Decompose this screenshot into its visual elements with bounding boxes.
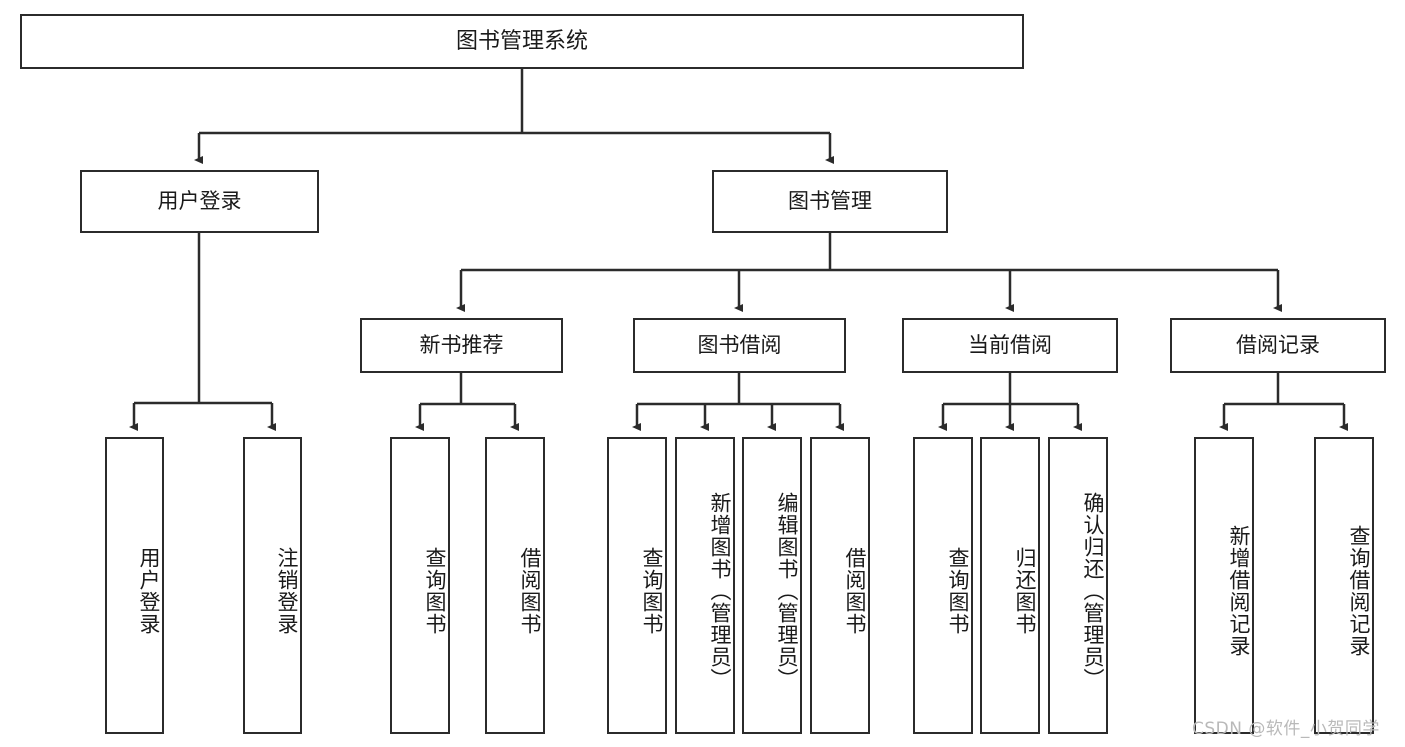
node-label: 新增图书（管理员） xyxy=(708,491,732,690)
node-leaf-edit-book-admin[interactable]: 编辑图书（管理员） xyxy=(742,437,802,734)
node-leaf-add-book-admin[interactable]: 新增图书（管理员） xyxy=(675,437,735,734)
node-leaf-borrow-book-1[interactable]: 借阅图书 xyxy=(485,437,545,734)
node-label: 编辑图书（管理员） xyxy=(775,491,799,690)
node-label: 归还图书 xyxy=(1013,546,1037,635)
node-current-borrow[interactable]: 当前借阅 xyxy=(902,318,1118,373)
node-label: 图书管理 xyxy=(788,189,872,214)
node-label: 查询图书 xyxy=(640,546,664,635)
node-leaf-query-book-2[interactable]: 查询图书 xyxy=(607,437,667,734)
node-label: 图书借阅 xyxy=(697,333,782,358)
node-label: 借阅图书 xyxy=(518,546,542,635)
node-leaf-return-book[interactable]: 归还图书 xyxy=(980,437,1040,734)
node-label: 用户登录 xyxy=(157,189,242,214)
node-book-management[interactable]: 图书管理 xyxy=(712,170,948,233)
node-label: 图书管理系统 xyxy=(455,28,588,54)
node-label: 查询图书 xyxy=(946,546,970,635)
node-leaf-query-book-3[interactable]: 查询图书 xyxy=(913,437,973,734)
node-leaf-query-borrow-record[interactable]: 查询借阅记录 xyxy=(1314,437,1374,734)
node-leaf-user-login[interactable]: 用户登录 xyxy=(105,437,164,734)
node-leaf-confirm-return-admin[interactable]: 确认归还（管理员） xyxy=(1048,437,1108,734)
node-borrow-record[interactable]: 借阅记录 xyxy=(1170,318,1386,373)
node-root-system[interactable]: 图书管理系统 xyxy=(20,14,1024,69)
node-user-login[interactable]: 用户登录 xyxy=(80,170,319,233)
node-leaf-add-borrow-record[interactable]: 新增借阅记录 xyxy=(1194,437,1254,734)
node-leaf-borrow-book-2[interactable]: 借阅图书 xyxy=(810,437,870,734)
node-leaf-logout-login[interactable]: 注销登录 xyxy=(243,437,302,734)
node-label: 借阅记录 xyxy=(1236,333,1320,358)
node-label: 当前借阅 xyxy=(968,333,1052,358)
node-label: 注销登录 xyxy=(275,546,299,635)
node-label: 新增借阅记录 xyxy=(1227,524,1251,657)
node-label: 确认归还（管理员） xyxy=(1081,491,1105,690)
node-label: 新书推荐 xyxy=(419,333,504,358)
node-label: 用户登录 xyxy=(137,546,161,635)
node-book-borrow[interactable]: 图书借阅 xyxy=(633,318,846,373)
node-new-book-recommend[interactable]: 新书推荐 xyxy=(360,318,563,373)
node-label: 查询图书 xyxy=(423,546,447,635)
csdn-watermark: CSDN @软件_小贺同学 xyxy=(1192,719,1380,739)
node-label: 借阅图书 xyxy=(843,546,867,635)
node-leaf-query-book-1[interactable]: 查询图书 xyxy=(390,437,450,734)
node-label: 查询借阅记录 xyxy=(1347,524,1371,657)
